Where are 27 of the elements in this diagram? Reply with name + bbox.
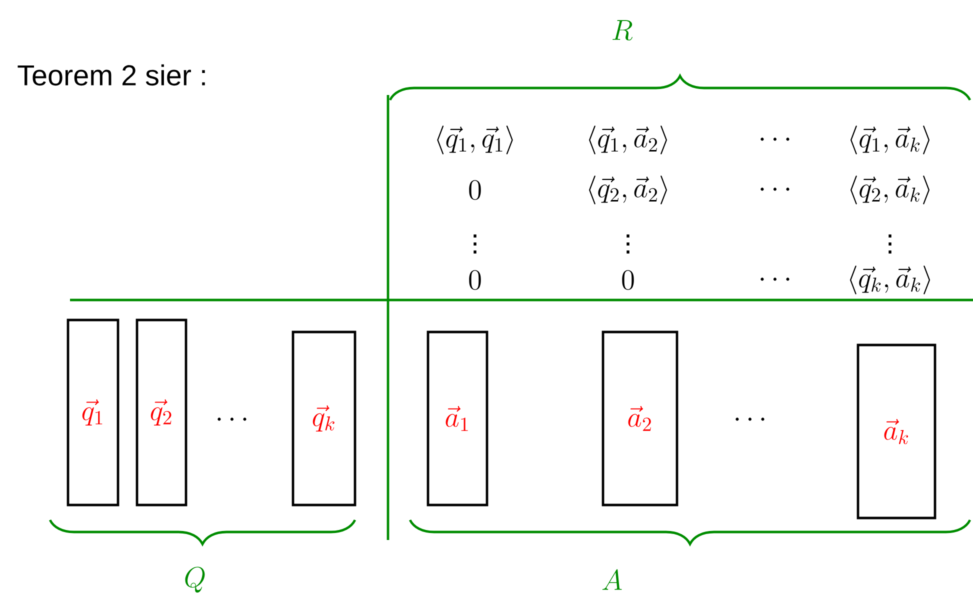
matrix-label: $R$ [612, 20, 632, 40]
matrix-entry: $\langle \vec{q}_k, \vec{a}_k \rangle$ [850, 266, 930, 294]
matrix-entry: $0$ [622, 270, 634, 290]
column-vector-box: $\vec{q}_1$ [66, 318, 120, 506]
matrix-entry: $0$ [469, 180, 481, 200]
matrix-entry: $\langle \vec{q}_2, \vec{a}_k \rangle$ [850, 176, 930, 204]
column-vector-box: $\vec{q}_2$ [136, 318, 188, 506]
matrix-entry: $0$ [469, 270, 481, 290]
column-vector-box: $\vec{a}_1$ [426, 330, 488, 506]
column-vector-box: $\vec{a}_k$ [856, 344, 936, 520]
column-vector-box: $\vec{q}_k$ [292, 330, 356, 506]
ellipsis: $\cdots$ [218, 418, 246, 421]
matrix-entry: $\cdots$ [760, 138, 790, 141]
matrix-label: $Q$ [185, 566, 205, 593]
matrix-entry: $\langle \vec{q}_2, \vec{a}_2 \rangle$ [589, 176, 667, 204]
matrix-entry: $\cdots$ [760, 188, 790, 191]
matrix-entry: $\langle \vec{q}_1, \vec{a}_2 \rangle$ [589, 126, 667, 154]
matrix-entry: $\vdots$ [626, 234, 630, 254]
matrix-entry: $\vdots$ [474, 234, 476, 254]
ellipsis: $\cdots$ [736, 418, 764, 421]
matrix-entry: $\vdots$ [888, 234, 892, 254]
matrix-entry: $\langle \vec{q}_1, \vec{a}_k \rangle$ [850, 126, 930, 154]
matrix-entry: $\langle \vec{q}_1, \vec{q}_1 \rangle$ [437, 126, 513, 154]
matrix-label: $A$ [602, 569, 622, 590]
title: Teorem 2 sier : [18, 64, 205, 86]
matrix-entry: $\cdots$ [760, 278, 790, 281]
column-vector-box: $\vec{a}_2$ [602, 330, 678, 506]
